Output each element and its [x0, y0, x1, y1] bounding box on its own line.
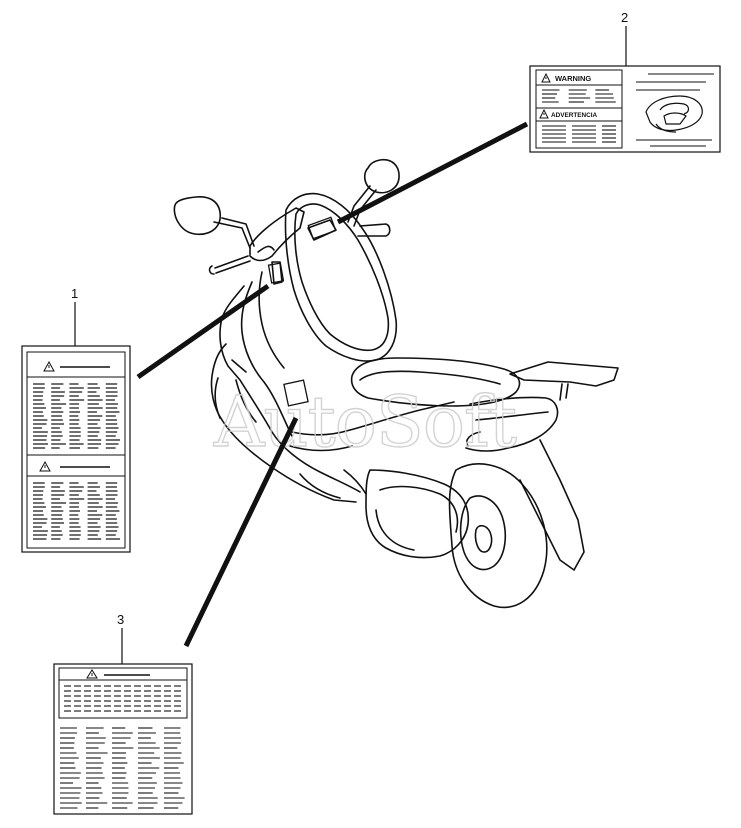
rear-fender	[519, 439, 585, 571]
left-signal	[271, 261, 283, 285]
body-decals	[267, 216, 337, 407]
engine-cover	[365, 469, 470, 559]
floorboard	[291, 401, 455, 436]
label-3-text-lines	[60, 685, 185, 809]
callout-number-3: 3	[117, 612, 124, 627]
leader-lines	[74, 26, 627, 664]
warning-triangle-icon	[86, 669, 98, 679]
label-2-warning-heading: WARNING	[555, 74, 591, 83]
decal-location-headset	[307, 216, 337, 240]
leader-line-1	[136, 283, 270, 380]
rear-body	[465, 396, 559, 452]
label-2-advertencia-heading: ADVERTENCIA	[551, 112, 598, 119]
callout-number-2: 2	[621, 10, 628, 25]
seat	[350, 357, 521, 407]
label-2-text-lines	[542, 73, 714, 147]
helmet-illustration	[645, 95, 703, 133]
label-1-text-lines-lower	[33, 482, 121, 540]
callout-number-1: 1	[71, 286, 78, 301]
label-3	[53, 663, 193, 815]
left-mirror	[173, 196, 221, 236]
scooter-drawing	[173, 158, 619, 609]
left-mirror-stem	[213, 217, 255, 249]
handlebar-cover	[249, 207, 305, 262]
front-shield	[284, 192, 398, 362]
left-grip	[208, 255, 251, 275]
label-2: WARNING ADVERTENCIA	[529, 65, 721, 153]
label-1	[21, 345, 131, 553]
decal-location-frame	[283, 379, 309, 407]
warning-triangle-icon	[541, 72, 551, 83]
rear-carrier	[509, 361, 619, 387]
right-grip	[357, 223, 391, 237]
decal-location-cowl	[267, 262, 285, 284]
watermark-text: AutoSoft	[213, 381, 517, 463]
warning-triangle-icon	[39, 460, 51, 472]
rear-wheel	[448, 463, 548, 609]
warning-triangle-icon	[539, 108, 549, 119]
label-1-text-lines	[33, 383, 121, 449]
right-mirror	[363, 158, 400, 194]
warning-triangle-icon	[43, 360, 55, 372]
leader-line-3	[183, 416, 299, 648]
leader-line-2	[336, 121, 529, 225]
